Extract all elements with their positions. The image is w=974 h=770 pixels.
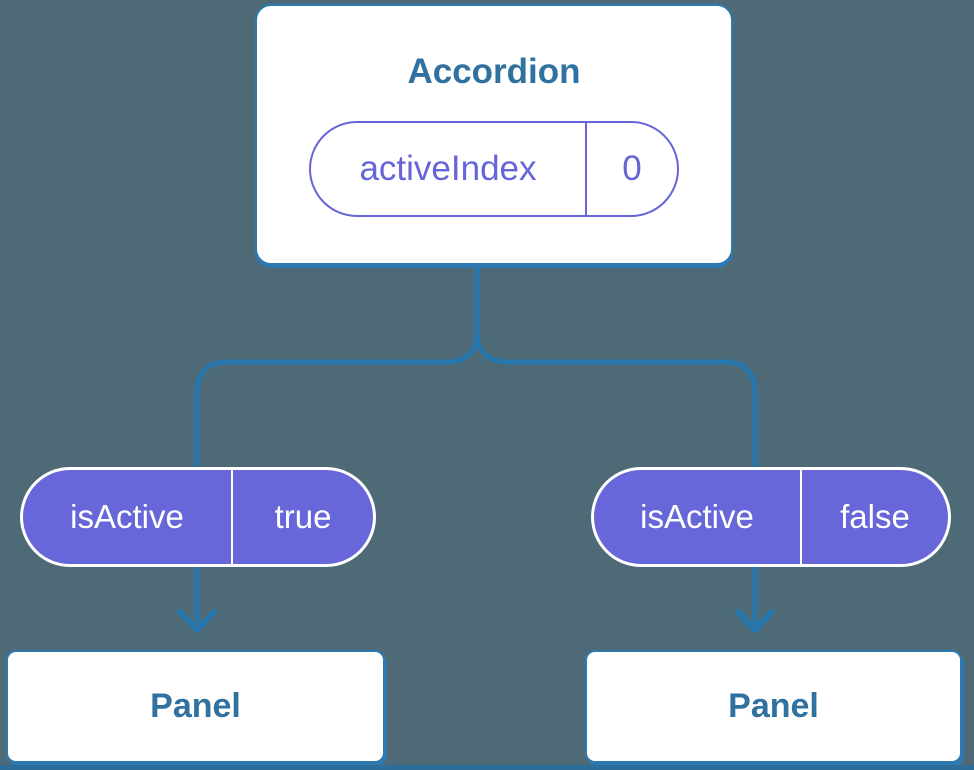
panel-label: Panel: [150, 687, 241, 725]
prop-value: false: [840, 498, 910, 535]
pill-divider: [231, 470, 233, 564]
state-pill: activeIndex 0: [309, 121, 679, 217]
connector-right-branch: [474, 261, 758, 625]
arrow-down-icon: [735, 609, 775, 633]
pill-divider: [585, 123, 587, 215]
component-title: Accordion: [407, 52, 581, 91]
prop-pill-is-active-false: isActive false: [591, 467, 951, 567]
state-name: activeIndex: [359, 149, 537, 188]
prop-name: isActive: [70, 498, 184, 535]
panel-component-box-right: Panel: [585, 650, 962, 763]
state-value: 0: [622, 149, 642, 188]
accordion-component-box: Accordion activeIndex 0: [255, 4, 733, 265]
prop-pill-is-active-true: isActive true: [20, 467, 376, 567]
prop-value: true: [274, 498, 332, 535]
panel-label: Panel: [728, 687, 819, 725]
prop-name: isActive: [640, 498, 754, 535]
arrow-down-icon: [177, 609, 217, 633]
connector-left-branch: [194, 261, 480, 625]
pill-divider: [800, 470, 802, 564]
bottom-edge-line: [0, 765, 974, 770]
panel-component-box-left: Panel: [6, 650, 385, 763]
